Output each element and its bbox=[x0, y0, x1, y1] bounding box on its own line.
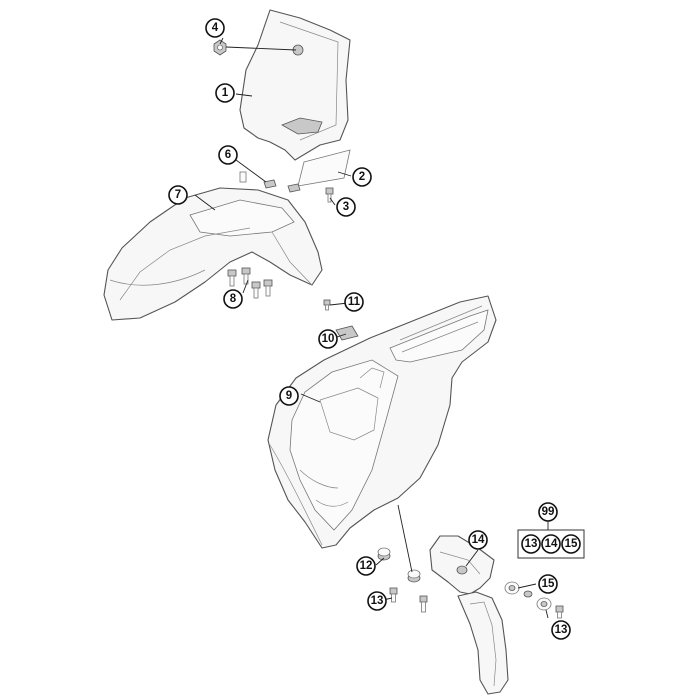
callout-kit-14: 14 bbox=[541, 534, 561, 554]
leader-lines bbox=[194, 37, 549, 619]
bracket bbox=[335, 325, 359, 341]
callout-label: 15 bbox=[565, 538, 578, 550]
callout-99: 99 bbox=[538, 502, 558, 522]
kit-box bbox=[517, 529, 585, 559]
callout-3: 3 bbox=[336, 197, 356, 217]
nut bbox=[213, 39, 227, 56]
mudflap-hardware bbox=[504, 581, 564, 619]
callout-kit-13: 13 bbox=[521, 534, 541, 554]
callout-8: 8 bbox=[223, 289, 243, 309]
callout-1: 1 bbox=[215, 83, 235, 103]
callout-label: 10 bbox=[322, 333, 335, 345]
callout-label: 8 bbox=[230, 293, 237, 305]
callout-label: 15 bbox=[542, 578, 555, 590]
number-plate bbox=[239, 9, 351, 161]
callout-label: 6 bbox=[225, 149, 231, 161]
callout-13-right: 13 bbox=[551, 620, 571, 640]
screw bbox=[325, 187, 334, 203]
callout-10: 10 bbox=[318, 329, 338, 349]
callout-label: 14 bbox=[472, 534, 485, 546]
callout-label: 14 bbox=[545, 538, 558, 550]
callout-11: 11 bbox=[344, 292, 364, 312]
callout-kit-15: 15 bbox=[561, 534, 581, 554]
fender-screws bbox=[227, 267, 273, 299]
sticker bbox=[297, 149, 351, 187]
callout-label: 13 bbox=[371, 595, 384, 607]
callout-14: 14 bbox=[468, 530, 488, 550]
callout-9: 9 bbox=[279, 386, 299, 406]
callout-label: 4 bbox=[212, 22, 219, 34]
callout-label: 2 bbox=[359, 171, 365, 183]
callout-12: 12 bbox=[356, 556, 376, 576]
clips bbox=[239, 171, 301, 193]
callout-label: 12 bbox=[360, 560, 373, 572]
rear-fender bbox=[267, 295, 497, 549]
front-fender bbox=[103, 187, 323, 321]
rear-washers bbox=[377, 547, 428, 613]
callout-4: 4 bbox=[205, 18, 225, 38]
callout-label: 11 bbox=[348, 296, 361, 308]
callout-label: 13 bbox=[555, 624, 568, 636]
callout-label: 1 bbox=[222, 87, 229, 99]
callout-label: 13 bbox=[525, 538, 538, 550]
mudflap bbox=[429, 535, 509, 695]
callout-label: 7 bbox=[175, 189, 181, 201]
callout-2: 2 bbox=[352, 167, 372, 187]
callout-15: 15 bbox=[538, 574, 558, 594]
callout-13-left: 13 bbox=[367, 591, 387, 611]
callout-label: 99 bbox=[542, 506, 555, 518]
callout-label: 9 bbox=[286, 390, 292, 402]
callout-7: 7 bbox=[168, 185, 188, 205]
callout-label: 3 bbox=[343, 201, 349, 213]
small-screw bbox=[323, 299, 331, 311]
callout-6: 6 bbox=[218, 145, 238, 165]
